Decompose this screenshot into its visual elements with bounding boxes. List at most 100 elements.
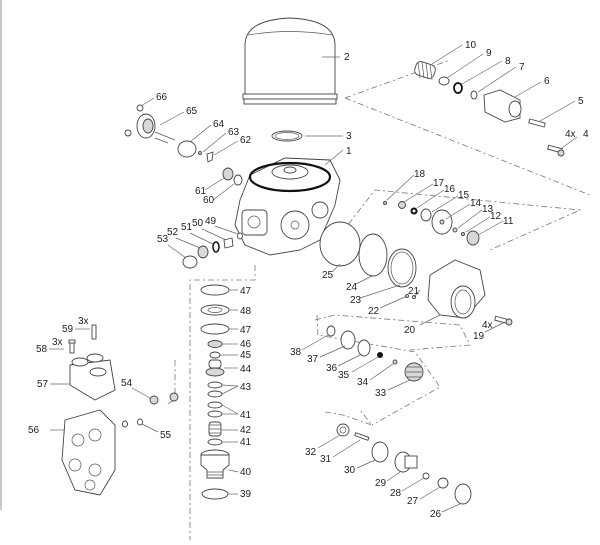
leader-line [212, 183, 235, 201]
callout-31: 31 [320, 439, 361, 465]
valve-group-top [414, 61, 565, 157]
part-6-valve-body [483, 89, 522, 123]
callout-number: 5 [578, 96, 584, 107]
leader-line [204, 177, 225, 191]
callout-number: 25 [322, 270, 334, 281]
callout-16: 16 [416, 184, 456, 209]
callout-number: 53 [157, 234, 169, 245]
callout-27: 27 [407, 486, 441, 507]
callout-46: 46 [222, 339, 252, 350]
callout-49: 49 [205, 216, 239, 235]
callout-33: 33 [375, 379, 411, 399]
assembly-line-top-valve [344, 59, 451, 99]
callout-number: 59 [62, 324, 74, 335]
callout-number: 22 [368, 306, 380, 317]
part-58-screw [68, 339, 76, 354]
part-42-spring [208, 421, 222, 437]
callout-54: 54 [121, 378, 151, 399]
leader-line [431, 44, 463, 65]
part-31-pin [354, 432, 370, 441]
callout-47a: 47 [229, 286, 252, 297]
leader-line [189, 232, 214, 245]
leader-line [387, 379, 411, 391]
callout-34: 34 [357, 363, 394, 388]
callout-number: 30 [344, 465, 356, 476]
callout-number: 31 [320, 454, 332, 465]
valve-group-side [182, 232, 243, 269]
part-63-pin [198, 151, 202, 155]
callout-41b: 41 [222, 437, 252, 448]
callout-number: 1 [346, 146, 352, 157]
callout-number: 47 [240, 325, 252, 336]
part-60-oring [233, 174, 243, 186]
leader-line [539, 100, 576, 122]
callout-13: 13 [457, 204, 494, 229]
part-57-cover [69, 353, 116, 401]
callout-15: 15 [431, 190, 470, 213]
callout-number: 7 [519, 62, 525, 73]
callout-37: 37 [307, 345, 346, 365]
part-5-pin [528, 118, 546, 128]
leader-line [419, 314, 441, 326]
part-25-diaphragm [319, 221, 361, 267]
part-10-spring [414, 61, 436, 81]
callout-2: 2 [322, 52, 350, 63]
callout-number: 66 [156, 92, 168, 103]
callout-35: 35 [338, 356, 379, 381]
callout-39: 39 [228, 489, 252, 500]
callout-number: 21 [408, 286, 420, 297]
callout-66: 66 [140, 92, 168, 107]
part-16-washer [420, 208, 432, 222]
part-33-spring-cap [404, 362, 424, 382]
callout-number: 62 [240, 135, 252, 146]
callout-56: 56 [28, 425, 65, 436]
callout-7: 7 [477, 62, 525, 93]
callout-number: 6 [544, 76, 550, 87]
part-35-ball [377, 352, 383, 358]
leader-line [337, 353, 363, 367]
part-41-oring-b [207, 410, 223, 418]
leader-line [214, 225, 239, 235]
callout-8: 8 [461, 56, 511, 85]
part-29-valve-seat [394, 451, 418, 473]
leader-line [431, 195, 459, 213]
part-17-spring [398, 201, 406, 209]
callout-32: 32 [305, 434, 341, 458]
callout-number: 2 [344, 52, 350, 63]
part-41-oring-a [207, 401, 223, 409]
valve-group-stack [200, 284, 230, 500]
part-65-cover [136, 113, 176, 144]
assembly-line-stack-left [164, 360, 176, 406]
part-23-sleeve [387, 248, 417, 288]
leader-line [514, 81, 542, 98]
part-41-oring-c [207, 438, 223, 446]
callout-number: 51 [181, 222, 193, 233]
callout-29: 29 [375, 471, 401, 489]
part-43-oring-a [207, 381, 223, 389]
callout-number: 18 [414, 169, 426, 180]
assembly-line-cover [314, 314, 471, 351]
callout-4: 44x [561, 129, 589, 149]
leader-line [419, 486, 441, 500]
leader-line [301, 334, 329, 351]
part-8-seal [453, 82, 463, 94]
callout-number: 47 [240, 286, 252, 297]
leader-line [228, 469, 239, 473]
part-62-clip [206, 151, 214, 163]
callout-number: 13 [482, 204, 494, 215]
part-1-housing [234, 157, 341, 256]
callout-36: 36 [326, 353, 363, 374]
part-16-seal [410, 207, 418, 215]
callout-1: 1 [324, 146, 352, 166]
callout-number: 15 [458, 190, 470, 201]
callout-number: 64 [213, 119, 225, 130]
leader-line [359, 284, 401, 299]
callout-number: 14 [470, 198, 482, 209]
part-40-valve-body [200, 449, 230, 479]
callout-number: 42 [240, 425, 252, 436]
part-52-bushing [197, 245, 209, 259]
callout-number: 41 [240, 410, 252, 421]
